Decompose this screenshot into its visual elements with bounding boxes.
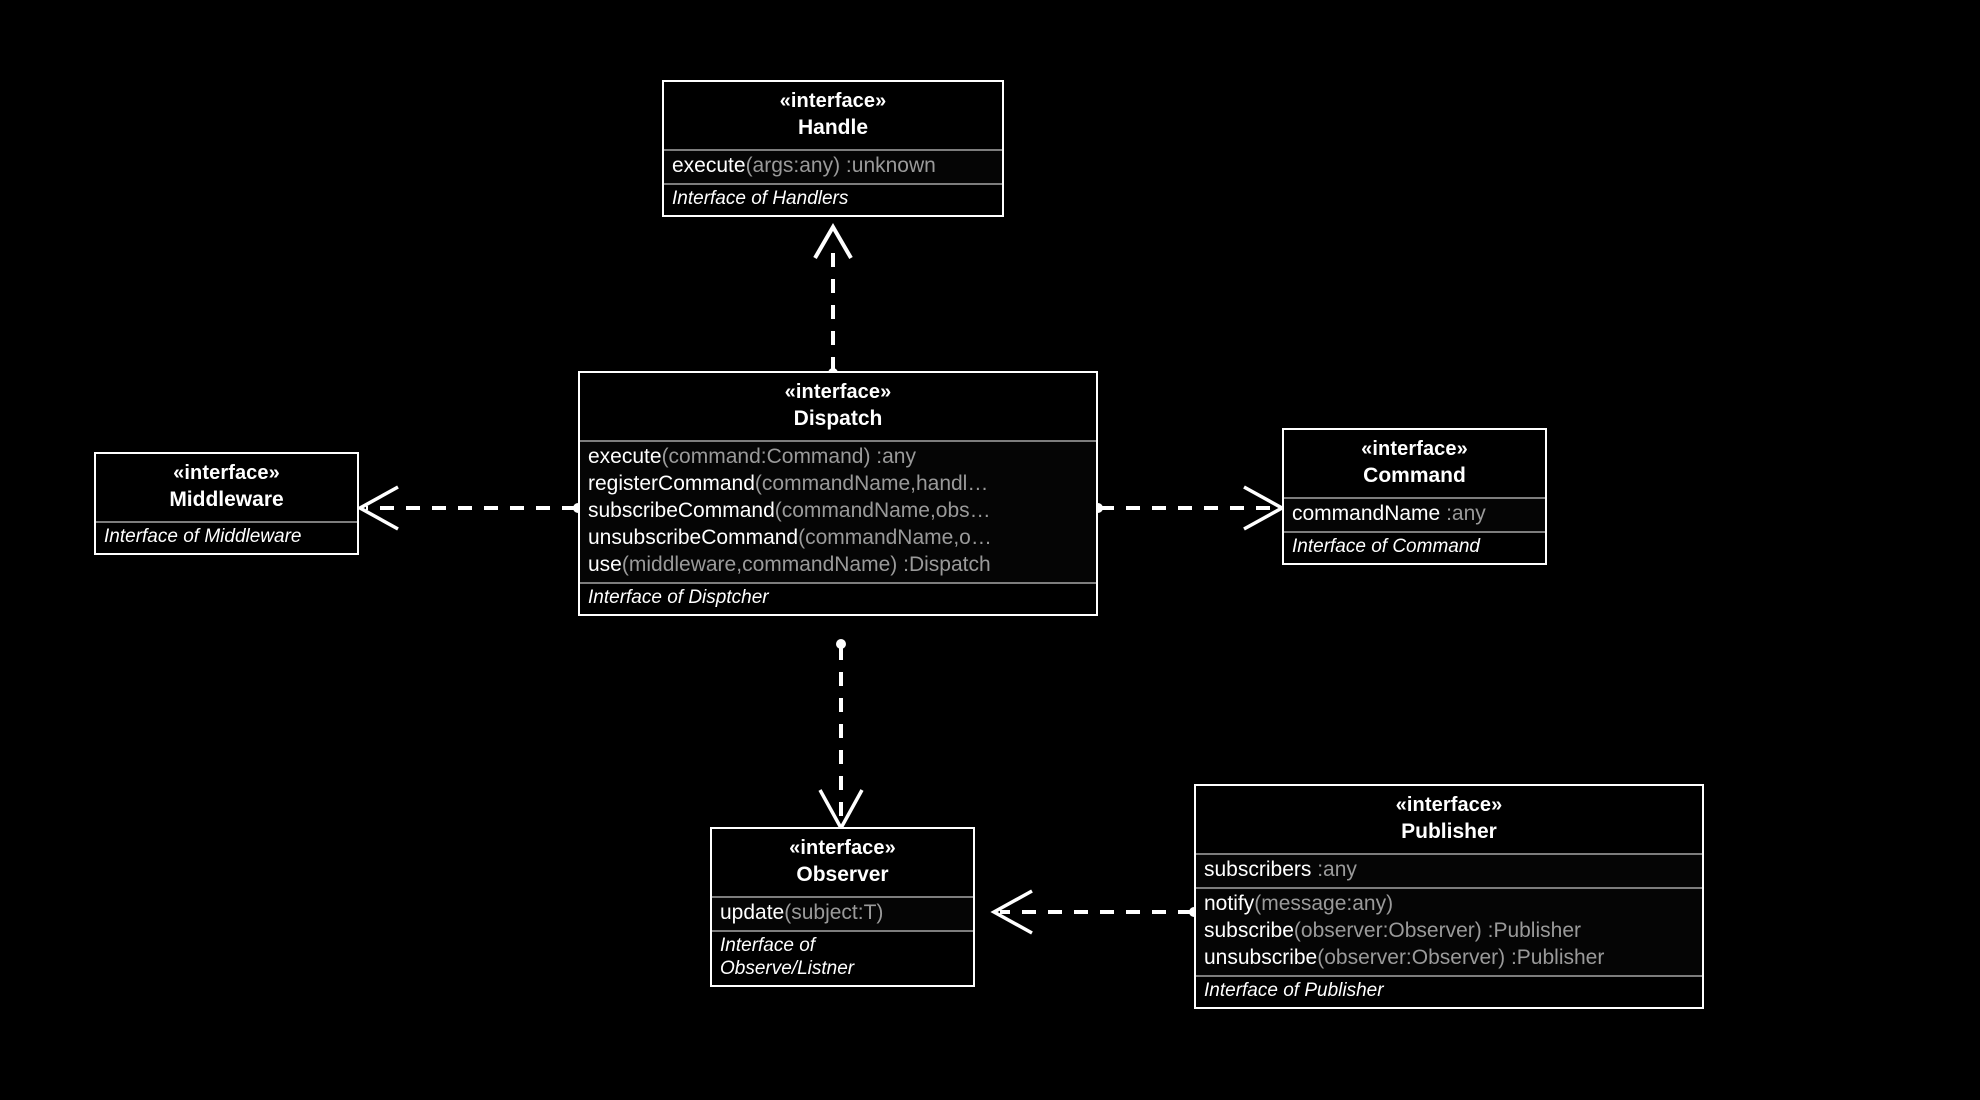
class-header-handle: «interface» Handle [664, 82, 1002, 150]
stereotype-label: «interface» [1395, 794, 1503, 816]
member-signature: (commandName,handl… [754, 472, 989, 496]
members-compartment-dispatch: execute(command:Command) :any registerCo… [580, 440, 1096, 583]
class-header-observer: «interface» Observer [712, 829, 973, 897]
stereotype-label: «interface» [779, 90, 887, 112]
member-row[interactable]: update(subject:T) [712, 900, 973, 927]
member-name: notify [1204, 892, 1255, 916]
stereotype-label: «interface» [789, 837, 896, 859]
class-name-label: Dispatch [793, 406, 883, 430]
attribute-name: commandName [1292, 502, 1441, 526]
class-footer-publisher: Interface of Publisher [1196, 975, 1702, 1008]
attribute-name: subscribers [1204, 858, 1312, 882]
attribute-type: :any [1311, 858, 1357, 882]
member-row[interactable]: unsubscribe(observer:Observer) :Publishe… [1196, 945, 1702, 972]
open-arrowhead [818, 789, 864, 832]
attribute-row[interactable]: commandName :any [1284, 501, 1545, 528]
member-signature: (commandName,obs… [774, 499, 991, 523]
footer-line: Interface of Middleware [104, 526, 302, 548]
open-arrowhead [356, 485, 399, 531]
members-compartment-handle: execute(args:any) :unknown [664, 149, 1002, 184]
attribute-type: :any [1440, 502, 1486, 526]
edge-source-dot [836, 639, 846, 649]
member-name: update [720, 901, 785, 925]
member-signature: (message:any) [1254, 892, 1394, 916]
member-name: registerCommand [588, 472, 755, 496]
member-signature: (observer:Observer) :Publisher [1317, 946, 1605, 970]
member-row[interactable]: execute(args:any) :unknown [664, 153, 1002, 180]
class-header-command: «interface» Command [1284, 430, 1545, 498]
class-footer-command: Interface of Command [1284, 531, 1545, 564]
class-header-middleware: «interface» Middleware [96, 454, 357, 522]
edge-dispatch-middleware [356, 485, 583, 531]
stereotype-label: «interface» [173, 462, 280, 484]
member-signature: (observer:Observer) :Publisher [1293, 919, 1581, 943]
member-name: subscribeCommand [588, 499, 775, 523]
edge-dispatch-handle [813, 223, 853, 378]
member-name: subscribe [1204, 919, 1294, 943]
members-compartment-observer: update(subject:T) [712, 896, 973, 931]
member-signature: (args:any) :unknown [745, 154, 936, 178]
members-compartment-publisher: notify(message:any) subscribe(observer:O… [1196, 887, 1702, 976]
class-box-publisher[interactable]: «interface» Publisher subscribers :any n… [1194, 784, 1704, 1010]
class-header-publisher: «interface» Publisher [1196, 786, 1702, 854]
member-row[interactable]: notify(message:any) [1196, 891, 1702, 918]
class-footer-dispatch: Interface of Disptcher [580, 582, 1096, 615]
member-row[interactable]: use(middleware,commandName) :Dispatch [580, 552, 1096, 579]
class-box-middleware[interactable]: «interface» Middleware Interface of Midd… [94, 452, 359, 556]
member-name: unsubscribeCommand [588, 526, 799, 550]
member-signature: (subject:T) [784, 901, 884, 925]
member-row[interactable]: registerCommand(commandName,handl… [580, 471, 1096, 498]
member-row[interactable]: subscribeCommand(commandName,obs… [580, 498, 1096, 525]
class-footer-middleware: Interface of Middleware [96, 521, 357, 554]
attributes-compartment-publisher: subscribers :any [1196, 853, 1702, 888]
footer-line: Interface of [720, 935, 816, 957]
member-name: execute [588, 445, 662, 469]
member-signature: (middleware,commandName) :Dispatch [621, 553, 991, 577]
member-signature: (commandName,o… [798, 526, 992, 550]
footer-line: Interface of Handlers [672, 188, 849, 210]
hollow-triangle-arrowhead [813, 223, 853, 260]
edge-publisher-observer [990, 889, 1199, 935]
class-box-command[interactable]: «interface» Command commandName :any Int… [1282, 428, 1547, 566]
class-footer-observer: Interface of Observe/Listner [712, 930, 973, 986]
member-name: use [588, 553, 622, 577]
edge-dispatch-observer [818, 639, 864, 832]
stereotype-label: «interface» [1361, 438, 1468, 460]
member-signature: (command:Command) :any [661, 445, 916, 469]
member-name: unsubscribe [1204, 946, 1318, 970]
footer-line: Interface of Publisher [1204, 980, 1384, 1002]
footer-line: Interface of Disptcher [588, 587, 769, 609]
class-name-label: Middleware [169, 487, 284, 511]
class-name-label: Observer [796, 862, 889, 886]
edge-dispatch-command [1093, 485, 1286, 531]
open-arrowhead [1243, 485, 1286, 531]
class-box-handle[interactable]: «interface» Handle execute(args:any) :un… [662, 80, 1004, 218]
class-name-label: Publisher [1401, 819, 1497, 843]
footer-line: Observe/Listner [720, 958, 855, 980]
member-row[interactable]: unsubscribeCommand(commandName,o… [580, 525, 1096, 552]
class-footer-handle: Interface of Handlers [664, 183, 1002, 216]
class-header-dispatch: «interface» Dispatch [580, 373, 1096, 441]
member-row[interactable]: subscribe(observer:Observer) :Publisher [1196, 918, 1702, 945]
class-name-label: Command [1363, 463, 1466, 487]
class-box-dispatch[interactable]: «interface» Dispatch execute(command:Com… [578, 371, 1098, 617]
class-name-label: Handle [797, 115, 868, 139]
stereotype-label: «interface» [784, 381, 892, 403]
member-row[interactable]: execute(command:Command) :any [580, 444, 1096, 471]
attribute-row[interactable]: subscribers :any [1196, 857, 1702, 884]
open-arrowhead [990, 889, 1033, 935]
attributes-compartment-command: commandName :any [1284, 497, 1545, 532]
member-name: execute [672, 154, 746, 178]
footer-line: Interface of Command [1292, 536, 1480, 558]
class-box-observer[interactable]: «interface» Observer update(subject:T) I… [710, 827, 975, 988]
